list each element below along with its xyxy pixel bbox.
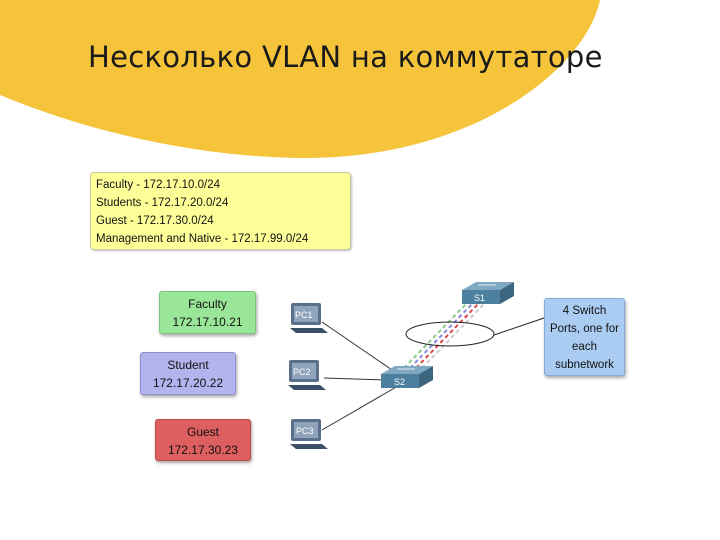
faculty-ip: 172.17.10.21 [172, 315, 243, 329]
trunk-ellipse [405, 321, 495, 347]
switch-s1-label: S1 [474, 293, 485, 303]
switch-ports-note: 4 Switch Ports, one for each subnetwork [544, 298, 625, 376]
switch-s1: S1 [462, 282, 514, 304]
trunk-links [403, 301, 487, 369]
trunk-line-guest [415, 301, 481, 369]
guest-host-box: Guest 172.17.30.23 [155, 419, 251, 461]
faculty-host-box: Faculty 172.17.10.21 [159, 291, 256, 334]
legend-line-students: Students - 172.17.20.0/24 [96, 197, 229, 209]
link-pc3-s2 [321, 385, 399, 431]
guest-label: Guest [186, 425, 219, 439]
pc3-label: PC3 [296, 426, 314, 436]
student-host-box: Student 172.17.20.22 [140, 352, 236, 395]
student-ip: 172.17.20.22 [152, 376, 224, 390]
vlan-legend: Faculty - 172.17.10.0/24 Students - 172.… [90, 172, 351, 250]
note-line-1: 4 Switch [562, 305, 607, 317]
slide-title: Несколько VLAN на коммутаторе [88, 40, 603, 74]
legend-line-management: Management and Native - 172.17.99.0/24 [96, 233, 309, 245]
note-pointer [493, 317, 545, 336]
trunk-line-student [409, 301, 475, 369]
legend-line-faculty: Faculty - 172.17.10.0/24 [96, 179, 221, 191]
note-line-2: Ports, one for [549, 323, 620, 335]
switch-s2-label: S2 [394, 377, 405, 387]
pc1-label: PC1 [295, 310, 313, 320]
trunk-line-native [421, 301, 487, 369]
link-pc2-s2 [323, 377, 386, 381]
link-pc1-s2 [321, 321, 399, 375]
pc2-label: PC2 [293, 367, 311, 377]
guest-ip: 172.17.30.23 [167, 443, 239, 457]
legend-line-guest: Guest - 172.17.30.0/24 [96, 215, 214, 227]
note-line-4: subnetwork [555, 359, 614, 371]
note-line-3: each [572, 341, 597, 353]
trunk-line-faculty [403, 301, 469, 369]
pc1-icon: PC1 [290, 303, 328, 333]
pc3-icon: PC3 [290, 419, 328, 449]
pc2-icon: PC2 [288, 360, 326, 390]
faculty-label: Faculty [188, 297, 227, 311]
student-label: Student [167, 358, 209, 372]
switch-s2: S2 [381, 366, 433, 388]
